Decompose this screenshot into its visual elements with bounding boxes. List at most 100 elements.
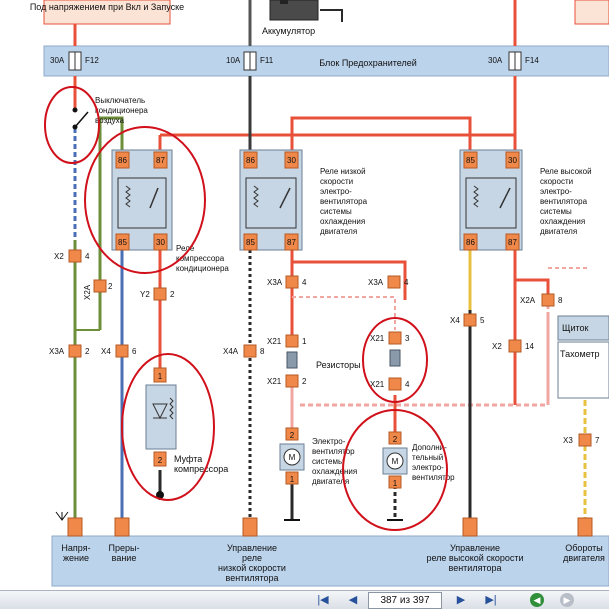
svg-text:4: 4	[404, 278, 409, 287]
svg-text:системы: системы	[320, 207, 352, 216]
connector-x2-4: X2 4	[54, 249, 90, 263]
page-navigation-toolbar: |◀ ◀ 387 из 397 ▶ ▶| ◀ ▶	[0, 590, 609, 609]
fuse-f12: 30A F12	[50, 51, 99, 71]
svg-text:87: 87	[156, 156, 165, 165]
svg-text:вентилятора: вентилятора	[449, 563, 502, 573]
fan-extra: 2 M 1 Дополни- тельный электро- вентилят…	[382, 431, 455, 521]
forward-button[interactable]: ▶	[560, 593, 574, 607]
svg-text:Напря-: Напря-	[61, 543, 90, 553]
wire-low-x3a	[292, 260, 407, 300]
svg-text:Преры-: Преры-	[109, 543, 140, 553]
svg-text:вентилятора: вентилятора	[320, 197, 368, 206]
svg-text:4: 4	[302, 278, 307, 287]
resistor-low	[286, 351, 298, 369]
svg-text:86: 86	[246, 156, 255, 165]
relay-compressor-contact-icon	[149, 187, 159, 209]
back-button[interactable]: ◀	[530, 593, 544, 607]
svg-text:X2: X2	[492, 342, 502, 351]
svg-text:F12: F12	[85, 56, 99, 65]
fan-extra-motor-icon	[386, 452, 404, 470]
svg-text:7: 7	[595, 436, 600, 445]
next-page-button[interactable]: ▶	[452, 592, 470, 608]
ac-switch-label-1: Выключатель	[95, 96, 145, 105]
annotation-circle-relay	[84, 126, 206, 274]
svg-text:8: 8	[558, 296, 563, 305]
antenna-icon	[55, 511, 69, 521]
relay-low-contact-icon	[279, 187, 291, 209]
svg-text:X21: X21	[370, 380, 385, 389]
svg-text:реле: реле	[242, 553, 262, 563]
svg-text:X2A: X2A	[520, 296, 536, 305]
fuse-block-label: Блок Предохранителей	[319, 58, 417, 68]
svg-text:86: 86	[118, 156, 127, 165]
svg-text:2: 2	[85, 347, 90, 356]
svg-text:Управление: Управление	[227, 543, 277, 553]
svg-text:тельный: тельный	[412, 453, 443, 462]
svg-text:2: 2	[158, 456, 163, 465]
svg-text:8: 8	[260, 347, 265, 356]
last-page-icon: ▶|	[485, 594, 497, 606]
svg-text:1: 1	[290, 475, 295, 484]
dashboard-label: Щиток	[562, 323, 588, 333]
svg-text:вентилятора: вентилятора	[540, 197, 588, 206]
svg-text:низкой скорости: низкой скорости	[218, 563, 286, 573]
svg-text:X3A: X3A	[49, 347, 65, 356]
svg-text:электро-: электро-	[320, 187, 352, 196]
next-page-icon: ▶	[456, 594, 466, 606]
relay-low-coil-icon	[253, 185, 259, 208]
first-page-icon: |◀	[317, 594, 329, 606]
diode-icon	[152, 403, 168, 420]
svg-text:2: 2	[170, 290, 175, 299]
svg-text:M: M	[392, 457, 399, 466]
svg-text:30A: 30A	[488, 56, 503, 65]
svg-text:X21: X21	[267, 377, 282, 386]
previous-page-button[interactable]: ◀	[344, 592, 362, 608]
fan-low-motor-icon	[283, 448, 301, 466]
svg-text:M: M	[289, 453, 296, 462]
svg-text:двигателя: двигателя	[563, 553, 605, 563]
resistor-high	[389, 349, 401, 367]
fuse-f14: 30A F14	[488, 51, 539, 71]
svg-text:Обороты: Обороты	[565, 543, 603, 553]
svg-text:скорости: скорости	[320, 177, 353, 186]
svg-text:Y2: Y2	[140, 290, 150, 299]
last-page-button[interactable]: ▶|	[482, 592, 500, 608]
svg-text:4: 4	[85, 252, 90, 261]
relay-compressor-coil-icon	[125, 185, 131, 208]
svg-text:Реле низкой: Реле низкой	[320, 167, 366, 176]
relay-compressor-label-3: кондиционера	[176, 264, 229, 273]
relay-high-contact-icon	[499, 187, 511, 209]
annotation-circle-resistor	[362, 317, 428, 403]
connector-x21-4: X21 4	[370, 377, 410, 391]
connector-x21-2: X21 2	[267, 374, 307, 388]
svg-text:вание: вание	[112, 553, 137, 563]
svg-text:14: 14	[525, 342, 534, 351]
fan-low: 2 M 1 Электро- вентилятор системы охлажд…	[279, 427, 357, 521]
relay-high-speed: 85 30 86 87 Реле высокой скорости электр…	[459, 149, 592, 251]
svg-text:87: 87	[508, 238, 517, 247]
svg-text:вентилятора: вентилятора	[226, 573, 279, 583]
first-page-button[interactable]: |◀	[314, 592, 332, 608]
svg-text:Под напряжением при Вкл и Запу: Под напряжением при Вкл и Запуске	[30, 2, 184, 12]
svg-text:вентилятор: вентилятор	[312, 447, 355, 456]
svg-text:2: 2	[290, 431, 295, 440]
svg-text:30: 30	[156, 238, 165, 247]
svg-text:X4A: X4A	[223, 347, 239, 356]
tachometer-label: Тахометр	[560, 349, 600, 359]
svg-text:85: 85	[466, 156, 475, 165]
svg-text:охлаждения: охлаждения	[312, 467, 357, 476]
battery: Аккумулятор	[262, 0, 319, 36]
dashboard: Щиток Тахометр	[557, 315, 609, 399]
connector-x21-3: X21 3	[370, 331, 410, 345]
svg-text:Дополни-: Дополни-	[412, 443, 447, 452]
connector-x2a-8: X2A 8	[520, 293, 563, 307]
ac-switch-label-2: кондиционера	[95, 106, 148, 115]
relay-compressor-label-1: Реле	[176, 244, 195, 253]
page-indicator[interactable]: 387 из 397	[368, 592, 442, 609]
svg-text:системы: системы	[312, 457, 344, 466]
svg-text:двигателя: двигателя	[540, 227, 577, 236]
clutch-coil-icon	[169, 397, 174, 420]
connector-x3-7: X3 7	[563, 433, 600, 447]
svg-text:X3: X3	[563, 436, 573, 445]
